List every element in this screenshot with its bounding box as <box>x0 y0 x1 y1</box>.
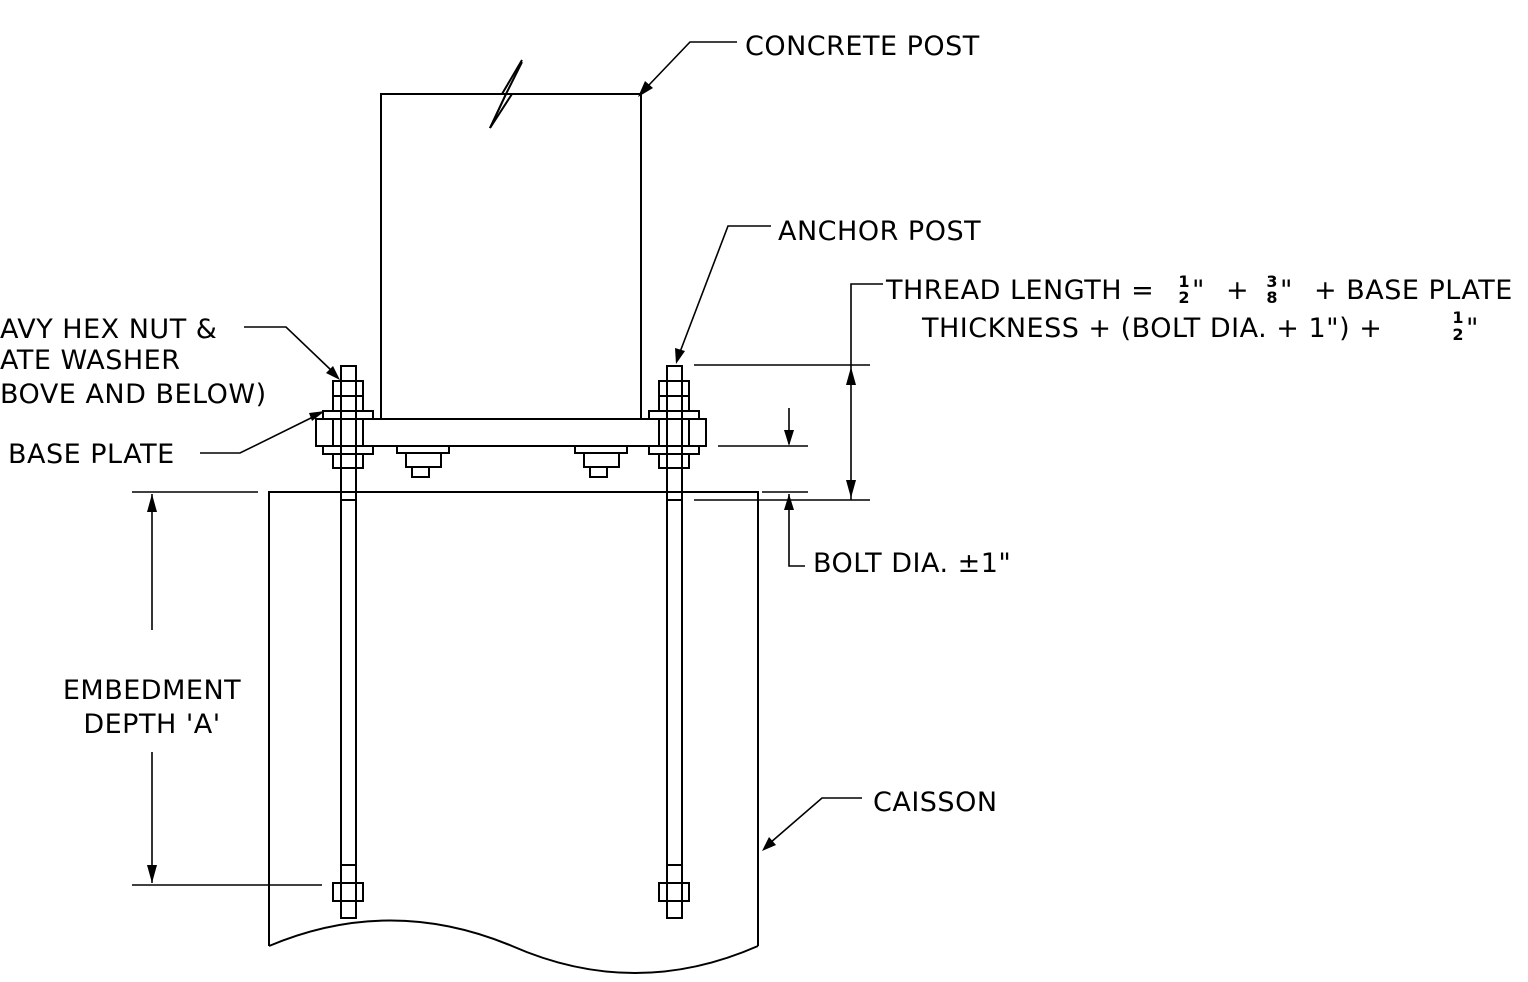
label-plus-base-plate: + BASE PLATE <box>1314 275 1513 306</box>
label-nut-line1: AVY HEX NUT & <box>0 314 217 345</box>
frac-38-den: 8 <box>1266 288 1277 307</box>
leader-base-plate <box>200 411 325 454</box>
label-embedment-line2: DEPTH 'A' <box>83 709 220 740</box>
dim-plate-thickness <box>718 408 808 447</box>
anchor-bolt-right <box>648 365 700 919</box>
label-nut-line3: BOVE AND BELOW) <box>0 379 267 410</box>
label-nut-line2: ATE WASHER <box>0 345 180 376</box>
label-anchor-post: ANCHOR POST <box>778 216 981 247</box>
dim-thread-length <box>694 283 883 501</box>
base-plate <box>315 418 707 447</box>
frac-half-a-num: 1 <box>1178 272 1189 291</box>
frac-half-b-num: 1 <box>1452 308 1463 327</box>
break-symbol <box>489 59 523 129</box>
label-base-plate: BASE PLATE <box>8 439 175 470</box>
label-plus-1: + <box>1226 275 1249 306</box>
concrete-post <box>380 61 642 419</box>
label-caisson: CAISSON <box>873 787 998 818</box>
label-thickness-line: THICKNESS + (BOLT DIA. + 1") + <box>921 313 1382 344</box>
plate-nut-left <box>396 445 450 478</box>
inch-mark-2: " <box>1280 275 1293 306</box>
inch-mark-3: " <box>1466 313 1479 344</box>
frac-half-b-den: 2 <box>1452 325 1463 344</box>
anchor-bolt-left <box>322 365 374 919</box>
label-concrete-post: CONCRETE POST <box>745 31 980 62</box>
label-bolt-dia: BOLT DIA. ±1" <box>813 548 1011 579</box>
label-embedment-line1: EMBEDMENT <box>63 675 241 706</box>
frac-half-a-den: 2 <box>1178 288 1189 307</box>
leader-caisson <box>762 797 862 851</box>
leader-hex-nut <box>244 326 340 380</box>
plate-nut-right <box>574 445 628 478</box>
frac-38-num: 3 <box>1266 272 1277 291</box>
label-thread-length: THREAD LENGTH = <box>885 275 1154 306</box>
dim-bolt-dia <box>762 491 808 567</box>
inch-mark-1: " <box>1192 275 1205 306</box>
caisson <box>268 491 759 974</box>
leader-concrete-post <box>638 41 737 97</box>
dim-embedment <box>132 491 322 886</box>
leader-anchor-post <box>675 225 771 364</box>
